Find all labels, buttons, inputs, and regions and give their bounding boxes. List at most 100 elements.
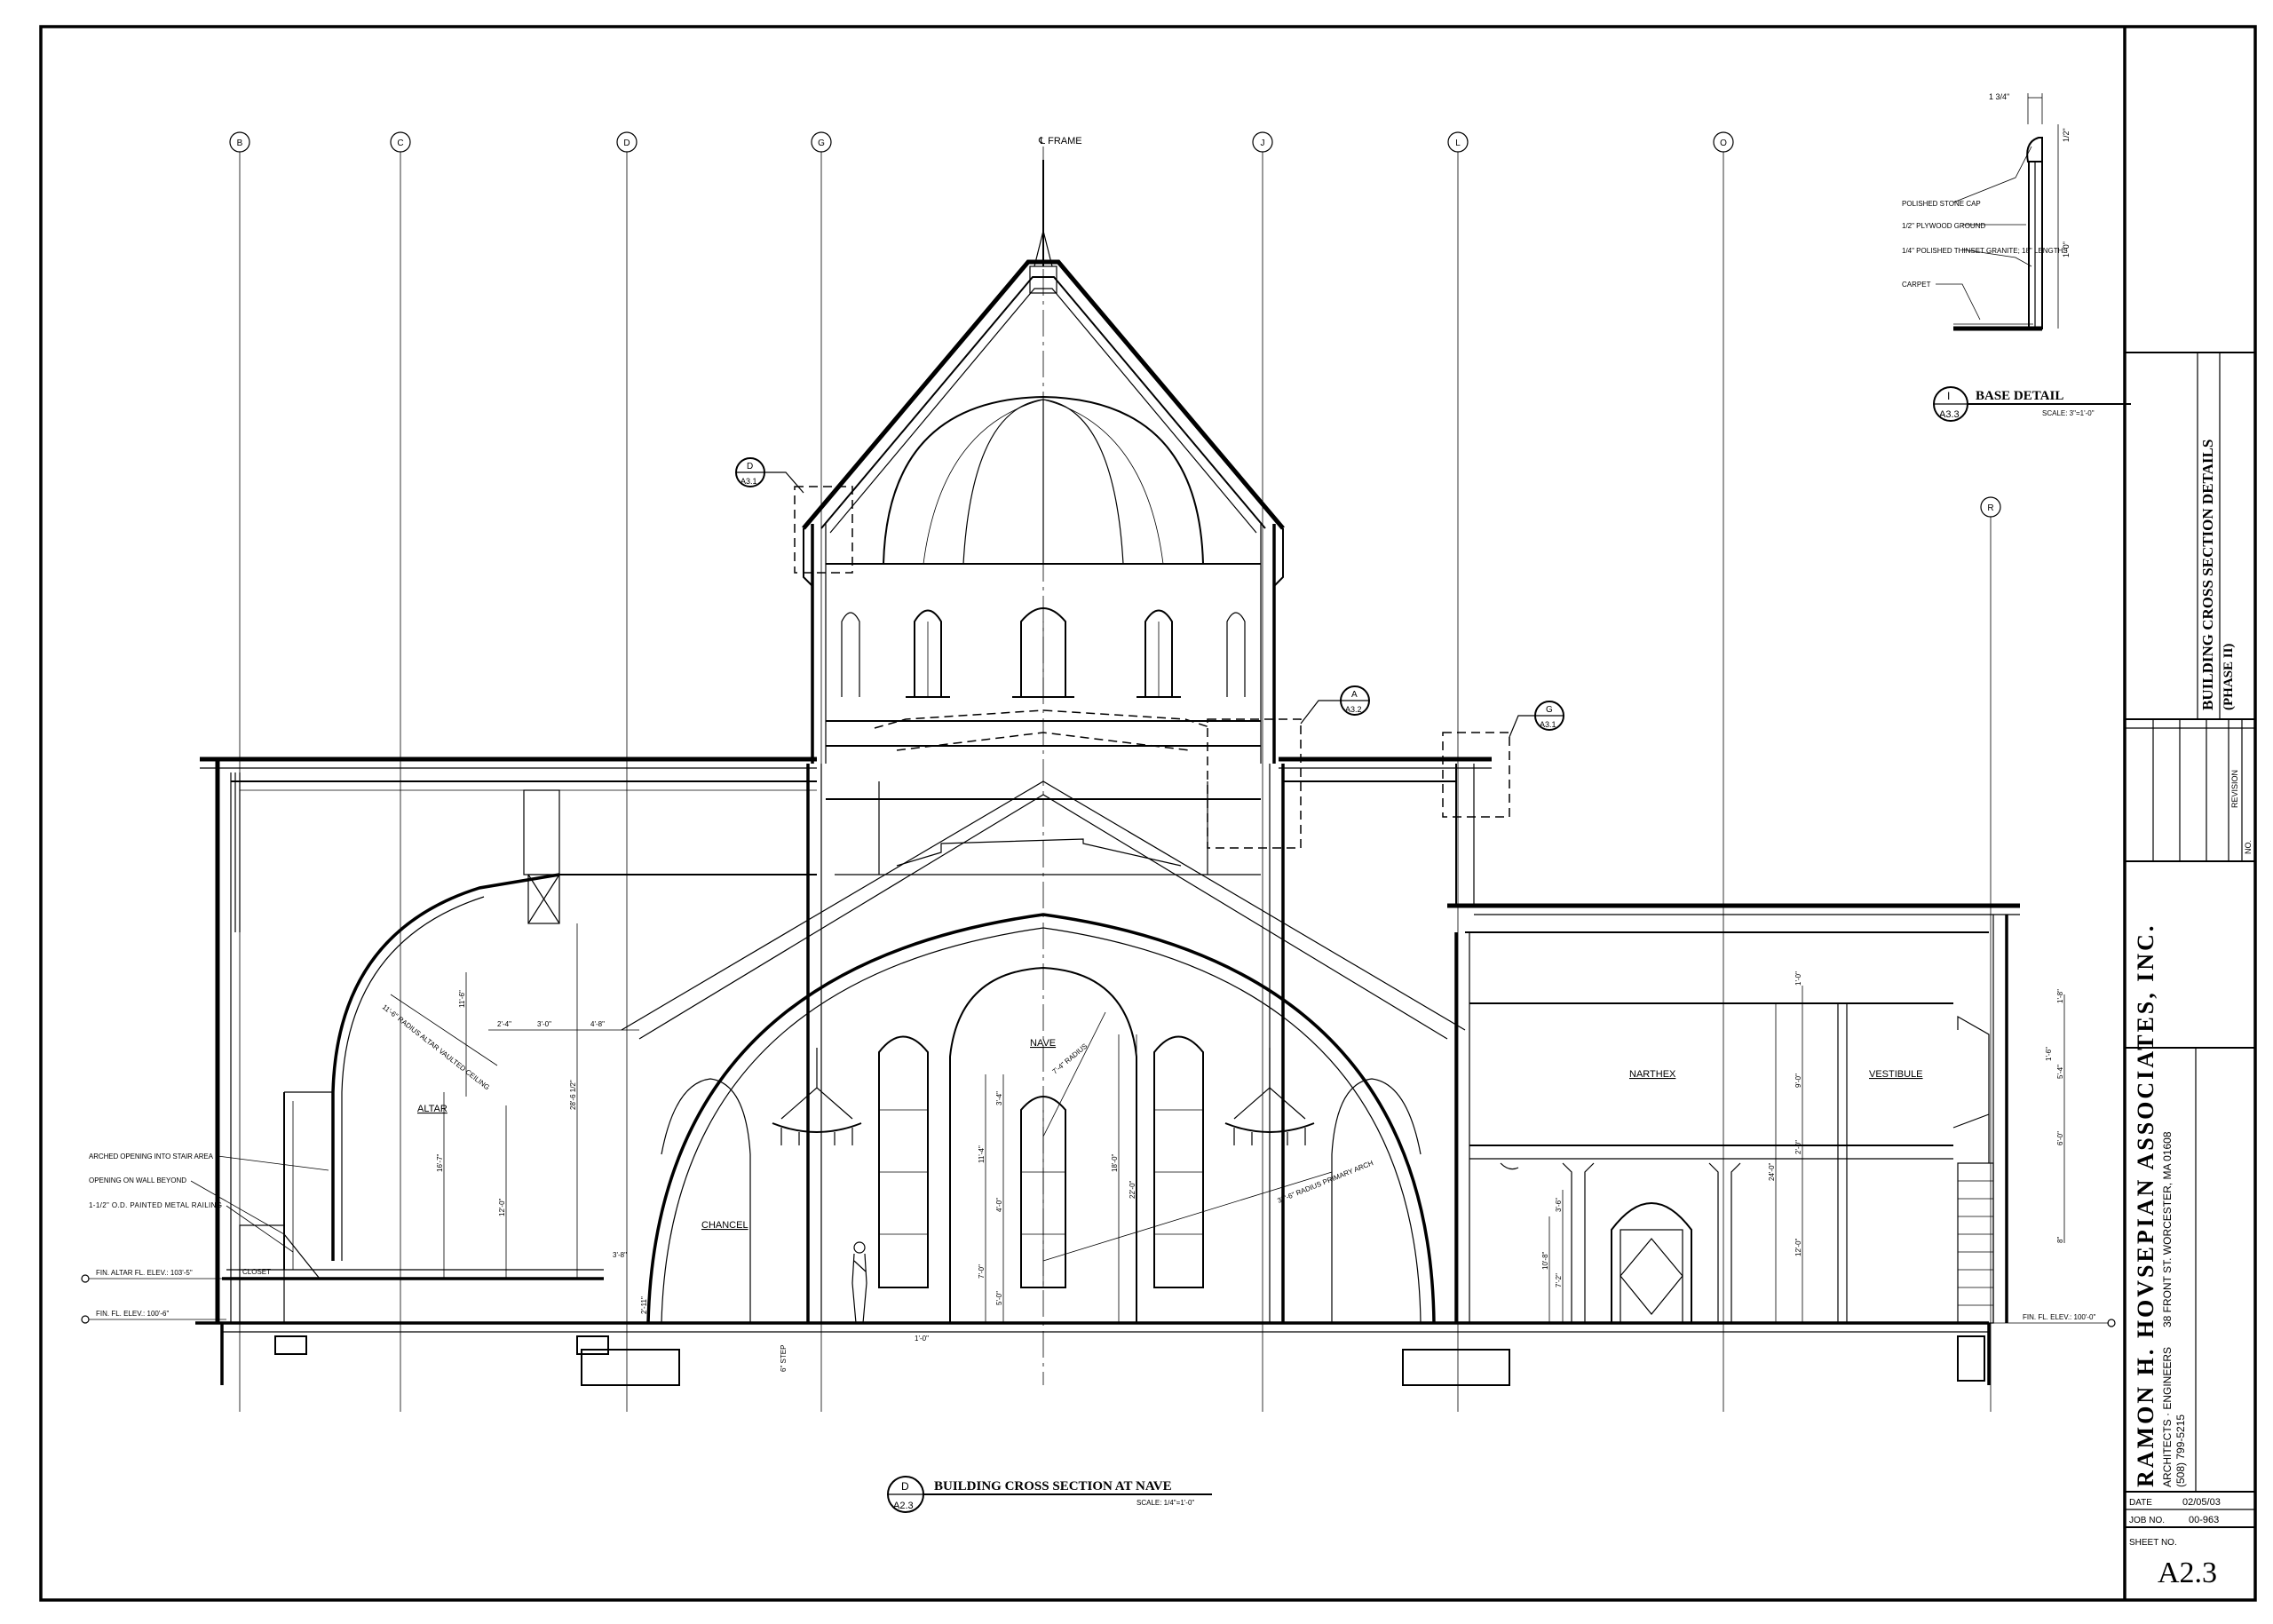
callout-tag-g-a31: G A3.1	[1509, 701, 1564, 738]
grid-bubble-o	[1713, 131, 1734, 153]
chandelier-right	[1224, 1048, 1315, 1145]
svg-text:28'-6 1/2": 28'-6 1/2"	[569, 1080, 577, 1110]
room-label-altar: ALTAR	[417, 1104, 447, 1114]
base-detail-drawing: 1 3/4" 1'-0" 1/2" POLISHED STONE CAP 1/2…	[1902, 92, 2131, 422]
elev-fin-floor-right: FIN. FL. ELEV.: 100'-0"	[2023, 1313, 2095, 1321]
job-label: JOB NO.	[2129, 1516, 2165, 1525]
grid-bubble-c	[390, 131, 411, 153]
elev-fin-floor-left: FIN. FL. ELEV.: 100'-6"	[96, 1310, 169, 1318]
sheet-phase: (PHASE II)	[2222, 644, 2236, 710]
svg-text:POLISHED STONE CAP: POLISHED STONE CAP	[1902, 200, 1981, 208]
room-label-chancel: CHANCEL	[701, 1220, 748, 1231]
grid-bubble-g	[811, 131, 832, 153]
frame-label: ℄ FRAME	[1038, 136, 1082, 147]
base-dim-cap: 1/2"	[2062, 128, 2071, 142]
nave-windows	[878, 1035, 1204, 1288]
sheet-no-label: SHEET NO.	[2129, 1538, 2177, 1548]
base-detail-notes: POLISHED STONE CAP 1/2" PLYWOOD GROUND 1…	[1902, 146, 2068, 321]
svg-text:3'-4": 3'-4"	[995, 1091, 1003, 1105]
svg-text:A3.2: A3.2	[1345, 705, 1362, 714]
svg-text:6'-0": 6'-0"	[2056, 1131, 2064, 1145]
section-title-tag: D A2.3 BUILDING CROSS SECTION AT NAVE SC…	[887, 1476, 1212, 1513]
svg-text:4'-8": 4'-8"	[590, 1020, 605, 1028]
elev-altar-floor: FIN. ALTAR FL. ELEV.: 103'-5"	[96, 1269, 193, 1277]
grid-bubble-b	[229, 131, 250, 153]
grid-line-d: D	[616, 131, 638, 1412]
firm-address: 38 FRONT ST. WORCESTER, MA 01608	[2161, 1131, 2174, 1327]
room-label-narthex: NARTHEX	[1629, 1069, 1676, 1080]
base-detail-tag: I A3.3 BASE DETAIL SCALE: 3"=1'-0"	[1933, 386, 2131, 422]
svg-text:11'-4": 11'-4"	[978, 1145, 986, 1163]
svg-text:2'-0": 2'-0"	[1794, 1140, 1802, 1154]
room-label-vestibule: VESTIBULE	[1869, 1069, 1923, 1080]
note-nave-radius: 7'-4" RADIUS	[1051, 1042, 1089, 1076]
revision-no-label: NO.	[2244, 840, 2253, 854]
svg-text:D: D	[901, 1480, 909, 1493]
sheet-title: BUILDING CROSS SECTION DETAILS	[2199, 440, 2216, 710]
grid-label-b: B	[237, 139, 243, 148]
svg-text:7'-0": 7'-0"	[978, 1264, 986, 1279]
grid-line-l: L	[1447, 131, 1469, 1412]
base-detail-scale: SCALE: 3"=1'-0"	[2042, 409, 2095, 417]
grid-bubble-d	[616, 131, 638, 153]
svg-text:I: I	[1947, 390, 1950, 402]
svg-text:D: D	[747, 462, 753, 471]
note-arched-opening: ARCHED OPENING INTO STAIR AREA	[89, 1153, 214, 1161]
grid-bubble-l	[1447, 131, 1469, 153]
svg-text:1'-0": 1'-0"	[915, 1335, 929, 1343]
svg-text:24'-0": 24'-0"	[1768, 1162, 1776, 1181]
drawing-notes: ARCHED OPENING INTO STAIR AREA OPENING O…	[89, 994, 1374, 1372]
base-dim-height: 1'-0"	[2062, 242, 2071, 257]
grid-label-c: C	[397, 139, 403, 148]
callout-tag-d-a31: D A3.1	[735, 457, 804, 494]
grid-line-c: C	[390, 131, 411, 1412]
grid-line-o: O	[1713, 131, 1734, 1412]
callout-tag-a-a32: A A3.2	[1300, 685, 1370, 725]
svg-text:1'-0": 1'-0"	[1794, 971, 1802, 986]
note-step: 6" STEP	[780, 1345, 788, 1372]
svg-text:A3.3: A3.3	[1939, 409, 1960, 420]
base-detail-title: BASE DETAIL	[1976, 389, 2063, 403]
svg-text:2'-11": 2'-11"	[640, 1296, 648, 1314]
svg-text:A3.1: A3.1	[1540, 720, 1556, 729]
svg-text:8": 8"	[2056, 1237, 2064, 1243]
grid-line-j: J	[1252, 131, 1273, 1412]
svg-text:3'-8": 3'-8"	[613, 1251, 627, 1259]
svg-text:4'-0": 4'-0"	[995, 1198, 1003, 1212]
grid-label-d: D	[623, 139, 630, 148]
note-vaulted-ceiling: 11'-6" RADIUS ALTAR VAULTED CEILING	[381, 1002, 491, 1091]
grid-bubble-j	[1252, 131, 1273, 153]
note-railing: 1-1/2" O.D. PAINTED METAL RAILING	[89, 1201, 222, 1209]
note-primary-arch: 37'-6" RADIUS PRIMARY ARCH	[1276, 1159, 1374, 1205]
svg-text:18'-0": 18'-0"	[1111, 1153, 1119, 1172]
svg-text:A: A	[1351, 690, 1358, 700]
section-scale: SCALE: 1/4"=1'-0"	[1136, 1499, 1194, 1507]
grid-bubble-r	[1980, 496, 2001, 518]
grid-label-o: O	[1720, 139, 1727, 148]
svg-text:16'-7": 16'-7"	[436, 1153, 444, 1172]
svg-text:22'-0": 22'-0"	[1129, 1180, 1136, 1199]
room-label-closet: CLOSET	[242, 1268, 271, 1276]
svg-text:1/2" PLYWOOD GROUND: 1/2" PLYWOOD GROUND	[1902, 222, 1985, 230]
chandelier-left	[772, 1048, 862, 1145]
revision-label: REVISION	[2230, 770, 2239, 808]
svg-text:1/4" POLISHED THINSET GRANITE;: 1/4" POLISHED THINSET GRANITE; 18" LENGT…	[1902, 247, 2068, 255]
elevation-markers: FIN. ALTAR FL. ELEV.: 103'-5" FIN. FL. E…	[81, 1269, 2116, 1327]
firm-disciplines: ARCHITECTS · ENGINEERS	[2161, 1347, 2174, 1487]
note-opening-wall: OPENING ON WALL BEYOND	[89, 1176, 186, 1184]
grid-label-j: J	[1261, 139, 1265, 148]
svg-text:12'-0": 12'-0"	[498, 1198, 506, 1216]
svg-text:5'-0": 5'-0"	[995, 1291, 1003, 1305]
svg-text:11'-6": 11'-6"	[458, 990, 466, 1008]
svg-text:7'-2": 7'-2"	[1555, 1273, 1563, 1287]
room-labels: ALTAR NAVE CHANCEL NARTHEX VESTIBULE CLO…	[242, 1038, 1923, 1276]
room-label-nave: NAVE	[1030, 1038, 1056, 1049]
svg-text:3'-0": 3'-0"	[537, 1020, 551, 1028]
grid-label-r: R	[1987, 503, 1993, 513]
job-value: 00-963	[2189, 1515, 2219, 1525]
svg-text:1'-6": 1'-6"	[2045, 1047, 2053, 1061]
svg-text:CARPET: CARPET	[1902, 281, 1931, 289]
svg-text:3'-6": 3'-6"	[1555, 1198, 1563, 1212]
